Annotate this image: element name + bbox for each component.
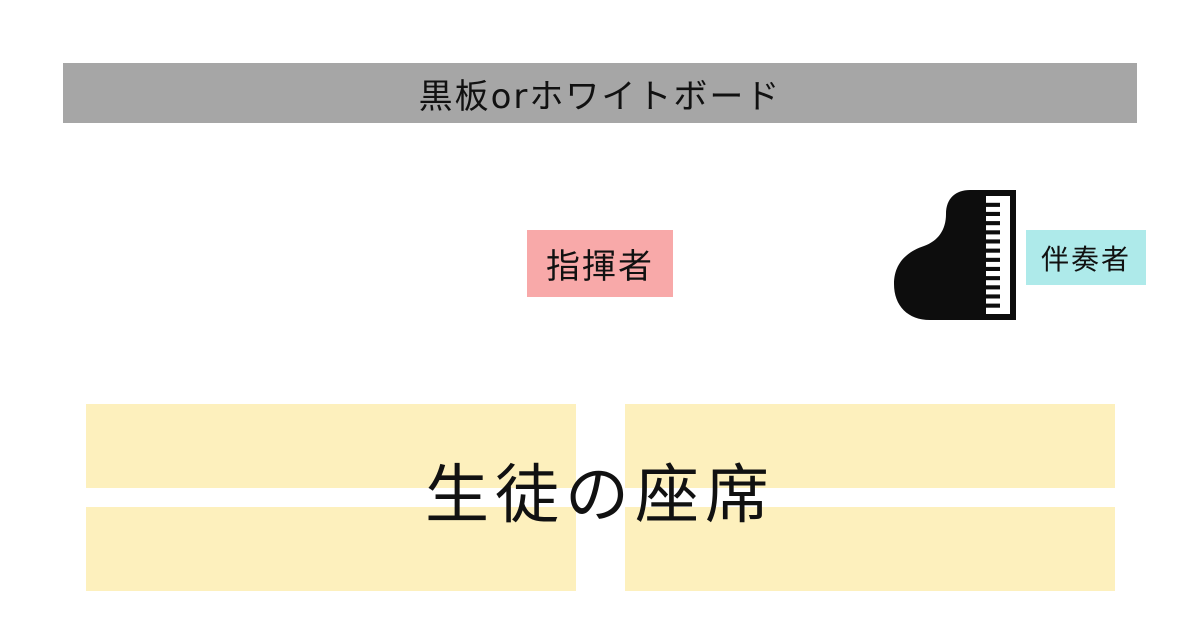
seat-block-front-left	[86, 404, 576, 488]
piano-black-key	[986, 285, 1000, 290]
seat-block-front-right	[625, 404, 1115, 488]
blackboard: 黒板orホワイトボード	[63, 63, 1137, 123]
piano-body	[894, 190, 1016, 320]
blackboard-label: 黒板orホワイトボード	[418, 76, 782, 117]
piano-black-key	[986, 239, 1000, 244]
accompanist-label: 伴奏者	[1040, 242, 1131, 276]
piano-black-key	[986, 202, 1000, 207]
seat-block-back-right	[625, 507, 1115, 591]
accompanist-box: 伴奏者	[1026, 230, 1146, 285]
piano-black-key	[986, 211, 1000, 216]
piano-keys	[986, 202, 1000, 308]
piano-black-key	[986, 294, 1000, 299]
seat-block-back-left	[86, 507, 576, 591]
grand-piano-icon	[894, 190, 1016, 320]
piano-black-key	[986, 221, 1000, 226]
piano-black-key	[986, 303, 1000, 308]
piano-black-key	[986, 266, 1000, 271]
conductor-box: 指揮者	[527, 230, 673, 297]
student-seats-label-wrap: 生徒の座席	[0, 440, 1200, 540]
piano-black-key	[986, 248, 1000, 253]
conductor-label: 指揮者	[546, 247, 654, 287]
piano-black-key	[986, 230, 1000, 235]
piano-black-key	[986, 257, 1000, 262]
piano-black-key	[986, 276, 1000, 281]
student-seats-label: 生徒の座席	[425, 459, 775, 533]
